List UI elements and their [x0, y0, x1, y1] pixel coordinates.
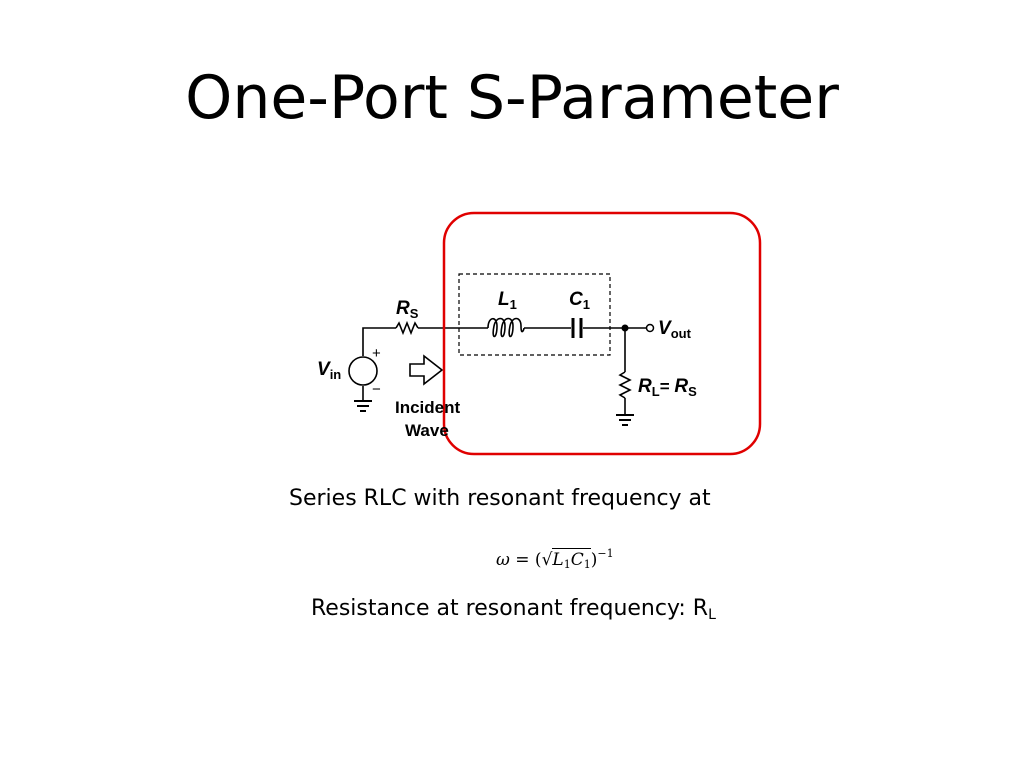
output-node-dot: [621, 324, 629, 332]
c1-label: C1: [569, 289, 590, 312]
plus-sign: +: [372, 345, 381, 362]
incident-wave-label-line2: Wave: [405, 421, 449, 440]
rl-resistor: [618, 371, 632, 399]
resonance-caption: Series RLC with resonant frequency at: [289, 486, 711, 511]
formula-close: ): [590, 550, 598, 570]
formula-l-sub: 1: [563, 558, 571, 571]
formula-exponent: −1: [597, 547, 614, 560]
vout-label: Vout: [658, 318, 692, 341]
vout-terminal: [645, 323, 655, 333]
resistance-caption-text: Resistance at resonant frequency: R: [311, 596, 709, 621]
l1-label: L1: [498, 289, 517, 312]
resistance-caption-sub: L: [708, 607, 716, 623]
vin-label: Vin: [317, 359, 341, 382]
formula-radicand: L1C1: [552, 548, 591, 571]
formula-equals: = (: [509, 550, 542, 570]
ground-icon: [616, 414, 634, 426]
l1-c1-dashed-box: [458, 273, 611, 356]
formula-c: C: [570, 550, 584, 570]
c1-capacitor: [571, 318, 583, 338]
resistance-caption: Resistance at resonant frequency: RL: [311, 596, 716, 623]
incident-wave-arrow-icon: [409, 354, 444, 386]
formula-sqrt-sign: √: [541, 550, 553, 570]
wire-source-top: [362, 327, 396, 356]
resonance-formula: ω = (√L1C1)−1: [496, 541, 614, 578]
minus-sign: −: [372, 381, 381, 398]
l1-inductor: [487, 317, 525, 338]
rs-resistor: [395, 320, 419, 336]
formula-l: L: [552, 550, 564, 570]
rs-label: RS: [396, 298, 419, 321]
formula-c-sub: 1: [583, 558, 591, 571]
formula-omega: ω: [496, 550, 510, 570]
rl-label: RL= RS: [638, 376, 697, 399]
highlight-box: [442, 211, 762, 456]
slide-title: One-Port S-Parameter: [185, 63, 839, 133]
ground-icon: [354, 400, 372, 412]
vin-source: [348, 356, 378, 386]
incident-wave-label-line1: Incident: [395, 398, 461, 417]
